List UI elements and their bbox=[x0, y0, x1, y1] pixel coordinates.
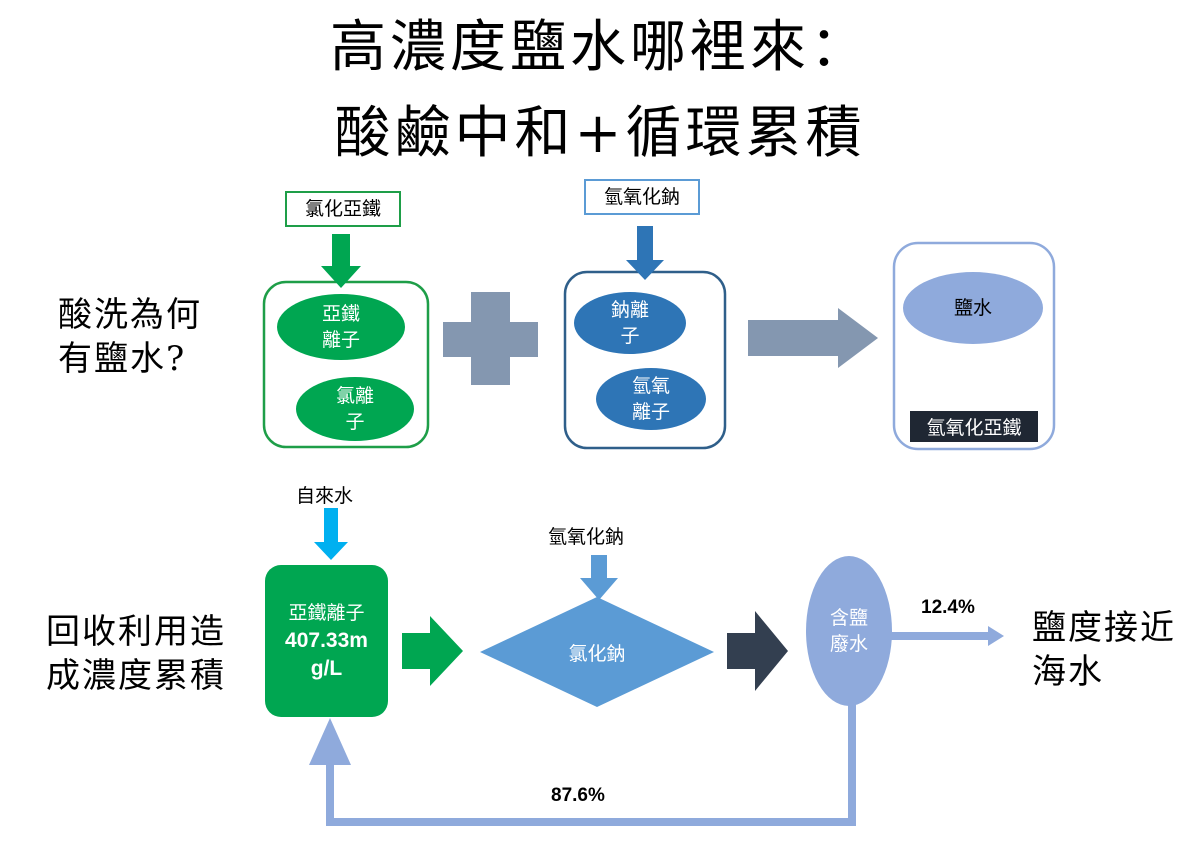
chloride-ion-line-2: 子 bbox=[345, 411, 365, 433]
sodium-ion-line-2: 子 bbox=[620, 325, 640, 347]
product-diamond bbox=[480, 597, 714, 707]
title-line-2: 酸鹼中和+循環累積 bbox=[334, 101, 866, 166]
arrow-down-blue-top bbox=[626, 226, 664, 280]
top-side-label: 酸洗為何 有鹽水? bbox=[58, 293, 202, 381]
reagent-label: 氫氧化鈉 bbox=[548, 526, 625, 548]
ferrous-ion-line-2: 離子 bbox=[321, 329, 360, 351]
plus-sign bbox=[443, 292, 538, 385]
ferrous-ion-line-1: 亞鐵 bbox=[321, 303, 360, 325]
chloride-ion: 氯離子 bbox=[296, 377, 414, 441]
tank-line-3: g/L bbox=[310, 657, 343, 680]
top-side-label-line-2: 有鹽水? bbox=[58, 339, 187, 379]
input-label-right: 氫氧化鈉 bbox=[584, 179, 700, 215]
arrow-right-gray bbox=[748, 308, 878, 368]
discharge-percent: 12.4% bbox=[921, 597, 975, 618]
chloride-ion-line-1: 氯離 bbox=[335, 385, 374, 407]
arrow-right-navy bbox=[727, 611, 788, 691]
iron-tank: 亞鐵離子 407.33m g/L bbox=[265, 565, 388, 717]
sodium-ion: 鈉離子 bbox=[574, 292, 686, 354]
hydroxide-ion-line-2: 離子 bbox=[631, 401, 670, 423]
tank-line-1: 亞鐵離子 bbox=[288, 602, 365, 624]
waste-water: 含鹽廢水 bbox=[806, 556, 892, 706]
result-line-1: 鹽度接近 bbox=[1032, 608, 1176, 648]
arrow-down-green-top bbox=[321, 234, 361, 288]
arrow-down-blue-bottom bbox=[580, 555, 618, 600]
precipitate-label: 氫氧化亞鐵 bbox=[910, 411, 1038, 442]
waste-line-2: 廢水 bbox=[829, 633, 868, 655]
product-label: 氯化鈉 bbox=[568, 642, 626, 665]
tap-water-label: 自來水 bbox=[296, 485, 354, 507]
ferrous-ion: 亞鐵離子 bbox=[277, 294, 405, 360]
result-line-2: 海水 bbox=[1032, 652, 1104, 692]
bottom-side-label: 回收利用造 成濃度累積 bbox=[46, 610, 226, 698]
recycle-arrow bbox=[309, 700, 856, 826]
tank-line-2: 407.33m bbox=[285, 629, 368, 652]
arrow-down-cyan bbox=[314, 508, 348, 560]
sodium-ion-line-1: 鈉離 bbox=[610, 299, 649, 321]
title-line-1: 高濃度鹽水哪裡來： bbox=[330, 15, 870, 80]
recycle-percent: 87.6% bbox=[551, 785, 605, 806]
top-side-label-line-1: 酸洗為何 bbox=[58, 295, 202, 335]
hydroxide-ion-line-1: 氫氧 bbox=[631, 375, 670, 397]
bottom-side-label-line-1: 回收利用造 bbox=[46, 612, 226, 652]
waste-line-1: 含鹽 bbox=[829, 607, 868, 629]
bottom-side-label-line-2: 成濃度累積 bbox=[46, 656, 226, 696]
salt-water: 鹽水 bbox=[903, 272, 1043, 344]
arrow-right-green bbox=[402, 616, 463, 686]
result-label: 鹽度接近 海水 bbox=[1032, 606, 1176, 694]
arrow-right-discharge bbox=[885, 626, 1004, 646]
input-label-left: 氯化亞鐵 bbox=[285, 191, 401, 227]
hydroxide-ion: 氫氧離子 bbox=[596, 368, 706, 430]
